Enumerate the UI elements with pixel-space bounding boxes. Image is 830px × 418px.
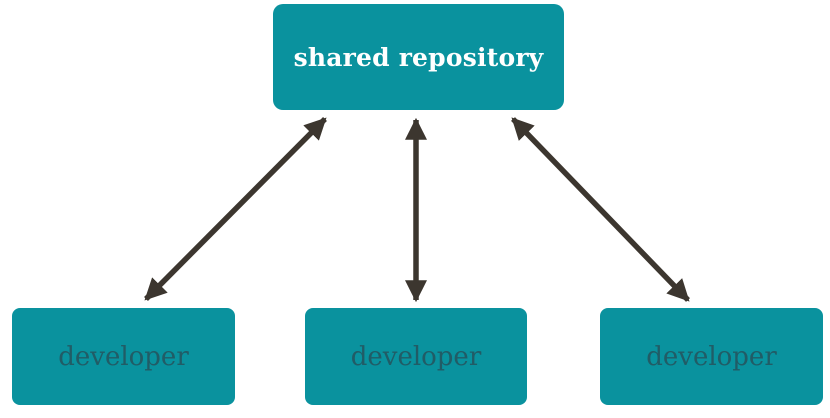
arrow-repo-developer-1: [144, 117, 327, 301]
shared-repository-label: shared repository: [293, 42, 544, 72]
node-shared-repository: shared repository: [273, 4, 564, 110]
node-developer-2: developer: [305, 308, 527, 405]
node-developer-1: developer: [12, 308, 235, 405]
arrow-repo-developer-3: [511, 117, 690, 302]
node-developer-3: developer: [600, 308, 823, 405]
developer-2-label: developer: [350, 341, 482, 372]
developer-1-label: developer: [58, 341, 189, 372]
developer-3-label: developer: [646, 341, 777, 372]
